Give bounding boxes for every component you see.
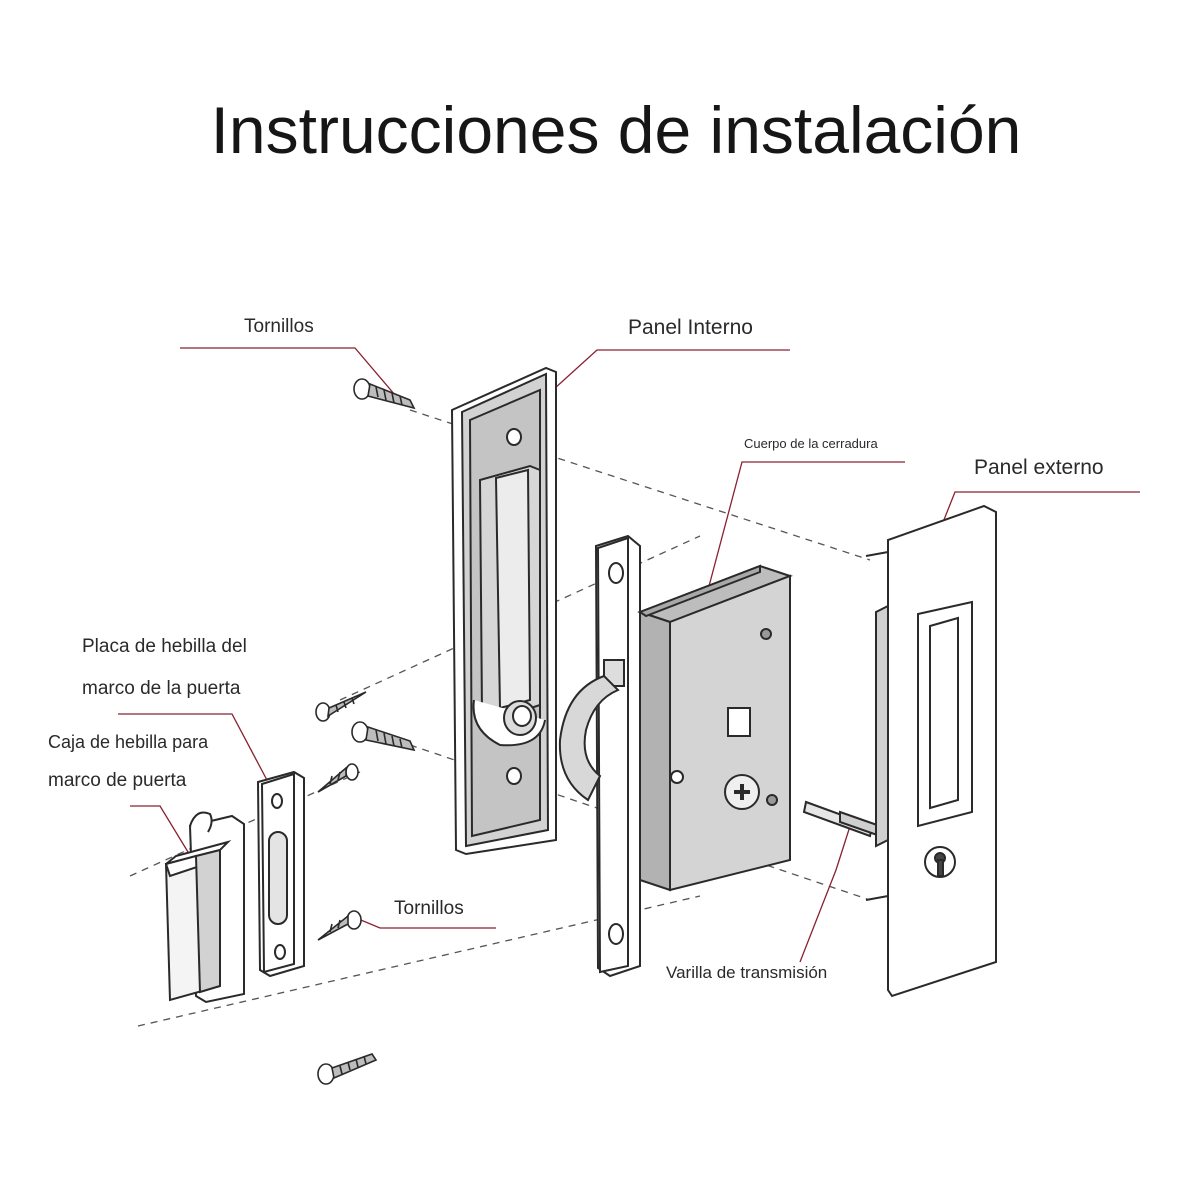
lock-body xyxy=(637,564,793,892)
label-buckle-box-line1: Caja de hebilla para xyxy=(48,732,209,752)
screw-bottom-long xyxy=(317,1053,378,1085)
transmission-rod xyxy=(802,800,881,838)
buckle-box xyxy=(164,811,245,1004)
screw-mid-1 xyxy=(315,691,367,722)
screw-bottom-small xyxy=(317,910,362,941)
latch-hook xyxy=(558,674,620,802)
lock-faceplate xyxy=(594,534,641,978)
strike-plate xyxy=(256,770,305,978)
screw-mid-2 xyxy=(351,721,416,752)
label-screws-bottom: Tornillos xyxy=(394,898,464,919)
label-strike-plate-line2: marco de la puerta xyxy=(82,678,241,699)
screw-top xyxy=(353,378,416,410)
label-outer-panel: Panel externo xyxy=(974,456,1104,479)
label-buckle-box-line2: marco de puerta xyxy=(48,770,187,791)
outer-panel xyxy=(865,504,997,998)
label-lock-body: Cuerpo de la cerradura xyxy=(744,436,878,451)
label-transmission-rod: Varilla de transmisión xyxy=(666,963,828,982)
label-screws-top: Tornillos xyxy=(244,316,314,337)
label-inner-panel: Panel Interno xyxy=(628,316,753,339)
diagram-title: Instrucciones de instalación xyxy=(210,93,1022,167)
screw-strike-top xyxy=(317,763,359,793)
label-strike-plate-line1: Placa de hebilla del xyxy=(82,636,247,657)
inner-panel xyxy=(450,366,557,856)
